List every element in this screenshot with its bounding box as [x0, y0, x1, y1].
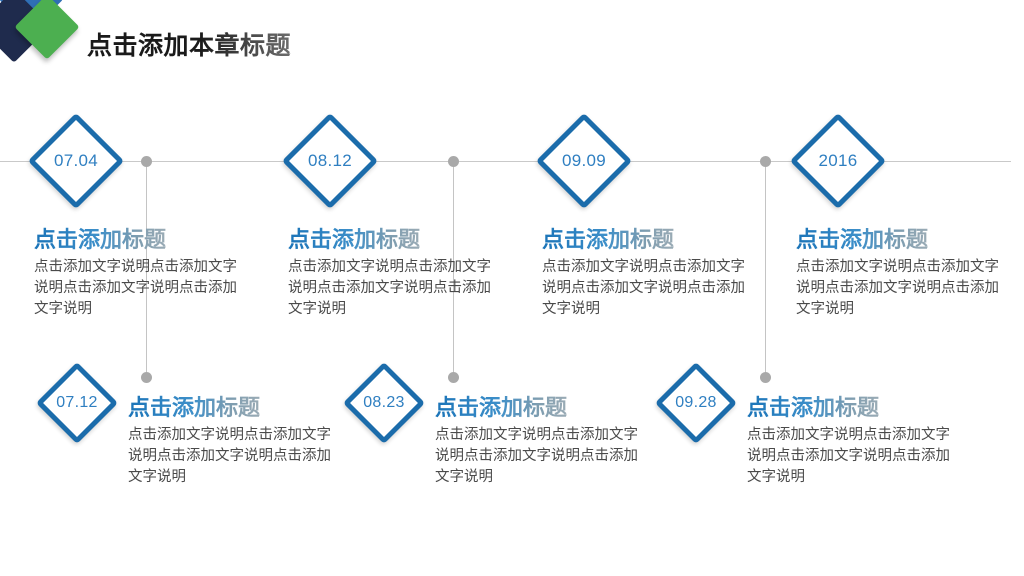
milestone-body-3: 点击添加文字说明点击添加文字说明点击添加文字说明点击添加文字说明	[542, 259, 745, 317]
milestone-title-3: 点击添加标题	[542, 222, 674, 254]
milestone-diamond-4[interactable]	[789, 112, 887, 210]
timeline-axis	[0, 161, 1011, 162]
connector-line	[146, 161, 147, 377]
milestone-diamond-7[interactable]	[654, 361, 738, 445]
connector-dot-bottom	[760, 372, 771, 383]
milestone-diamond-3[interactable]	[535, 112, 633, 210]
milestone-body-4: 点击添加文字说明点击添加文字说明点击添加文字说明点击添加文字说明	[796, 259, 999, 317]
connector-dot-bottom	[141, 372, 152, 383]
milestone-title-5: 点击添加标题	[128, 390, 260, 422]
milestone-diamond-6[interactable]	[342, 361, 426, 445]
connector-dot-bottom	[448, 372, 459, 383]
milestone-title-7: 点击添加标题	[747, 390, 879, 422]
connector-line	[765, 161, 766, 377]
milestone-title-4: 点击添加标题	[796, 222, 928, 254]
connector-line	[453, 161, 454, 377]
milestone-diamond-1[interactable]	[27, 112, 125, 210]
connector-dot-top	[448, 156, 459, 167]
connector-dot-top	[141, 156, 152, 167]
milestone-title-2: 点击添加标题	[288, 222, 420, 254]
milestone-body-1: 点击添加文字说明点击添加文字说明点击添加文字说明点击添加文字说明	[34, 259, 237, 317]
page-title: 点击添加本章标题	[87, 26, 291, 62]
milestone-body-6: 点击添加文字说明点击添加文字说明点击添加文字说明点击添加文字说明	[435, 427, 638, 485]
brand-diamond-logo	[0, 0, 94, 74]
milestone-body-2: 点击添加文字说明点击添加文字说明点击添加文字说明点击添加文字说明	[288, 259, 491, 317]
connector-dot-top	[760, 156, 771, 167]
milestone-title-1: 点击添加标题	[34, 222, 166, 254]
milestone-diamond-5[interactable]	[35, 361, 119, 445]
milestone-title-6: 点击添加标题	[435, 390, 567, 422]
milestone-diamond-2[interactable]	[281, 112, 379, 210]
milestone-body-5: 点击添加文字说明点击添加文字说明点击添加文字说明点击添加文字说明	[128, 427, 331, 485]
milestone-body-7: 点击添加文字说明点击添加文字说明点击添加文字说明点击添加文字说明	[747, 427, 950, 485]
